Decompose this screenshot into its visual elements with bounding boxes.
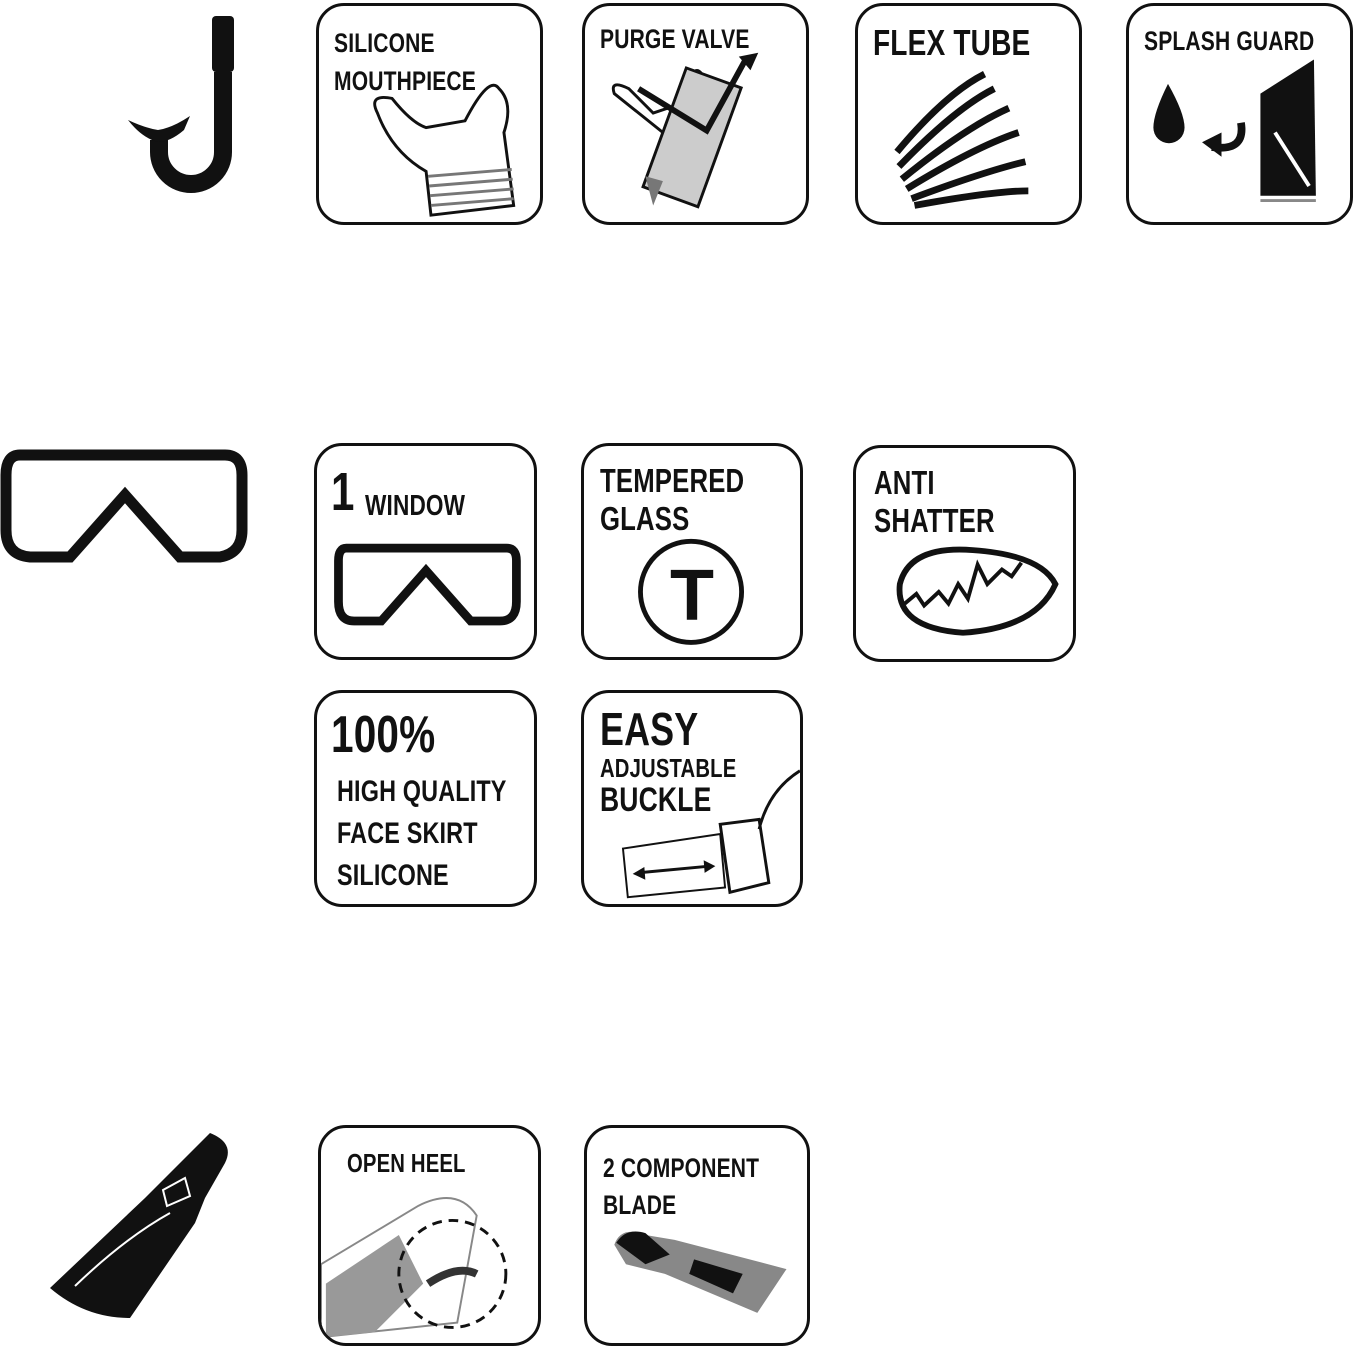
feature-open-heel: OPEN HEEL (318, 1125, 541, 1346)
feature-tempered-glass: TEMPERED GLASS T (581, 443, 803, 660)
feature-face-skirt: 100% HIGH QUALITY FACE SKIRT SILICONE (314, 690, 537, 907)
feature-label: SILICONE (334, 28, 435, 58)
feature-label: PURGE VALVE (600, 24, 750, 54)
mouthpiece-icon (373, 83, 516, 217)
feature-label: WINDOW (365, 490, 466, 522)
purge-valve-icon (611, 52, 759, 209)
feature-flex-tube: FLEX TUBE (855, 3, 1082, 225)
tempered-t-icon (638, 538, 745, 645)
feature-silicone-mouthpiece: SILICONE MOUTHPIECE (316, 3, 543, 225)
fin-icon (50, 1133, 228, 1318)
feature-label: GLASS (600, 500, 690, 537)
feature-anti-shatter: ANTI SHATTER (853, 445, 1076, 662)
feature-label: SHATTER (874, 502, 995, 539)
feature-label: EASY (600, 703, 699, 755)
feature-label: FLEX TUBE (873, 22, 1031, 63)
feature-label: MOUTHPIECE (334, 66, 476, 96)
feature-label: BLADE (603, 1190, 677, 1220)
feature-purge-valve: PURGE VALVE (582, 3, 809, 225)
feature-one-window: 1 WINDOW (314, 443, 537, 660)
feature-label: ADJUSTABLE (600, 753, 737, 783)
snorkel-icon (128, 16, 234, 193)
buckle-icon (621, 769, 800, 899)
mask-icon (0, 449, 248, 563)
two-component-blade-icon (614, 1231, 787, 1313)
feature-splash-guard: SPLASH GUARD (1126, 3, 1353, 225)
feature-label: BUCKLE (600, 781, 712, 819)
feature-number: 1 (331, 462, 355, 522)
shatter-lens-icon (896, 546, 1059, 636)
feature-label: SILICONE (337, 859, 449, 892)
feature-two-component-blade: 2 COMPONENT BLADE (584, 1125, 810, 1346)
feature-label: HIGH QUALITY (337, 775, 507, 808)
open-heel-icon (321, 1197, 508, 1339)
flex-tube-icon (894, 71, 1029, 209)
feature-percent: 100% (331, 706, 436, 764)
feature-label: 2 COMPONENT (603, 1153, 760, 1183)
feature-label: TEMPERED (600, 462, 745, 499)
mask-window-icon (334, 543, 521, 626)
feature-label: FACE SKIRT (337, 817, 478, 850)
splash-guard-icon (1153, 59, 1316, 203)
feature-label: ANTI (874, 464, 935, 501)
feature-label: SPLASH GUARD (1144, 26, 1315, 56)
tempered-symbol: T (670, 556, 715, 636)
feature-label: OPEN HEEL (347, 1148, 466, 1178)
feature-easy-buckle: EASY ADJUSTABLE BUCKLE (581, 690, 803, 907)
